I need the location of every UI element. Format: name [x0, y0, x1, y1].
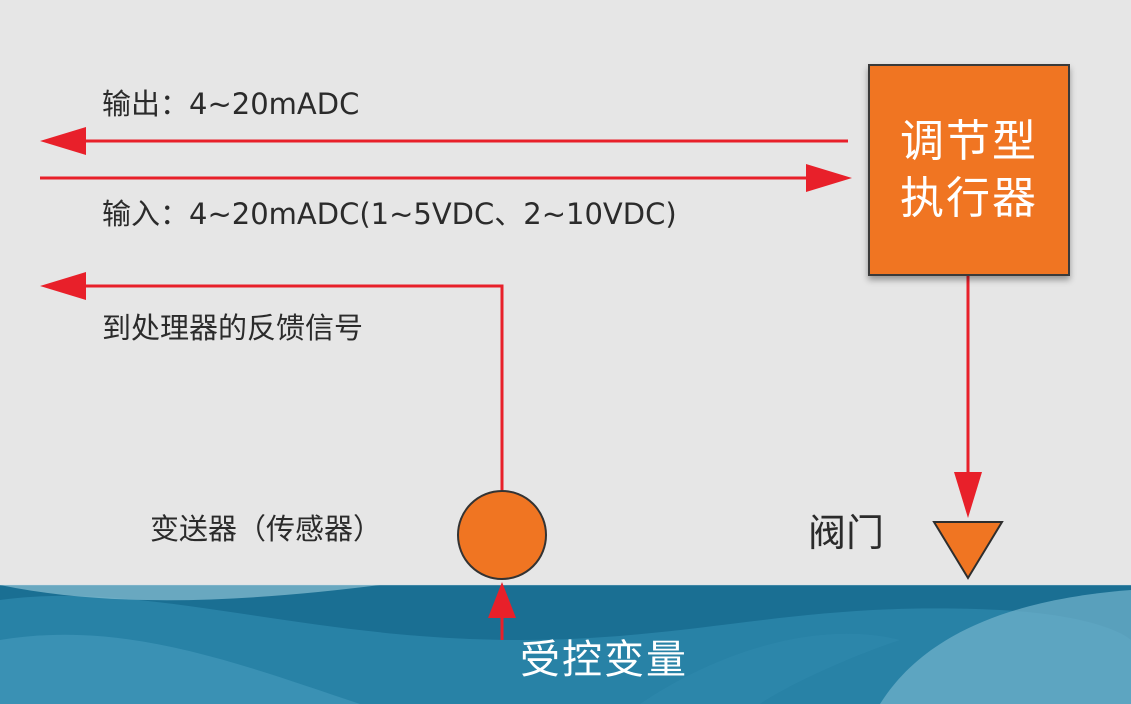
actuator-line-2: 执行器 — [900, 173, 1038, 224]
input-label: 输入：4~20mADC(1~5VDC、2~10VDC) — [102, 197, 677, 231]
controlled-variable-label: 受控变量 — [520, 637, 688, 683]
transmitter-label: 变送器（传感器） — [150, 512, 383, 546]
input-arrow — [40, 164, 852, 192]
actuator-line-1: 调节型 — [900, 115, 1038, 167]
output-arrow — [40, 127, 848, 155]
output-label: 输出：4~20mADC — [102, 87, 360, 121]
actuator-to-valve-arrow — [954, 276, 982, 518]
regulating-actuator-box: 调节型 执行器 — [868, 64, 1070, 276]
feedback-arrow — [40, 272, 504, 490]
valve-label: 阀门 — [808, 511, 885, 555]
triangle-down-icon — [932, 521, 1004, 580]
controlled-variable-arrow — [488, 582, 516, 640]
feedback-label: 到处理器的反馈信号 — [102, 311, 364, 345]
circle-icon — [457, 490, 547, 580]
